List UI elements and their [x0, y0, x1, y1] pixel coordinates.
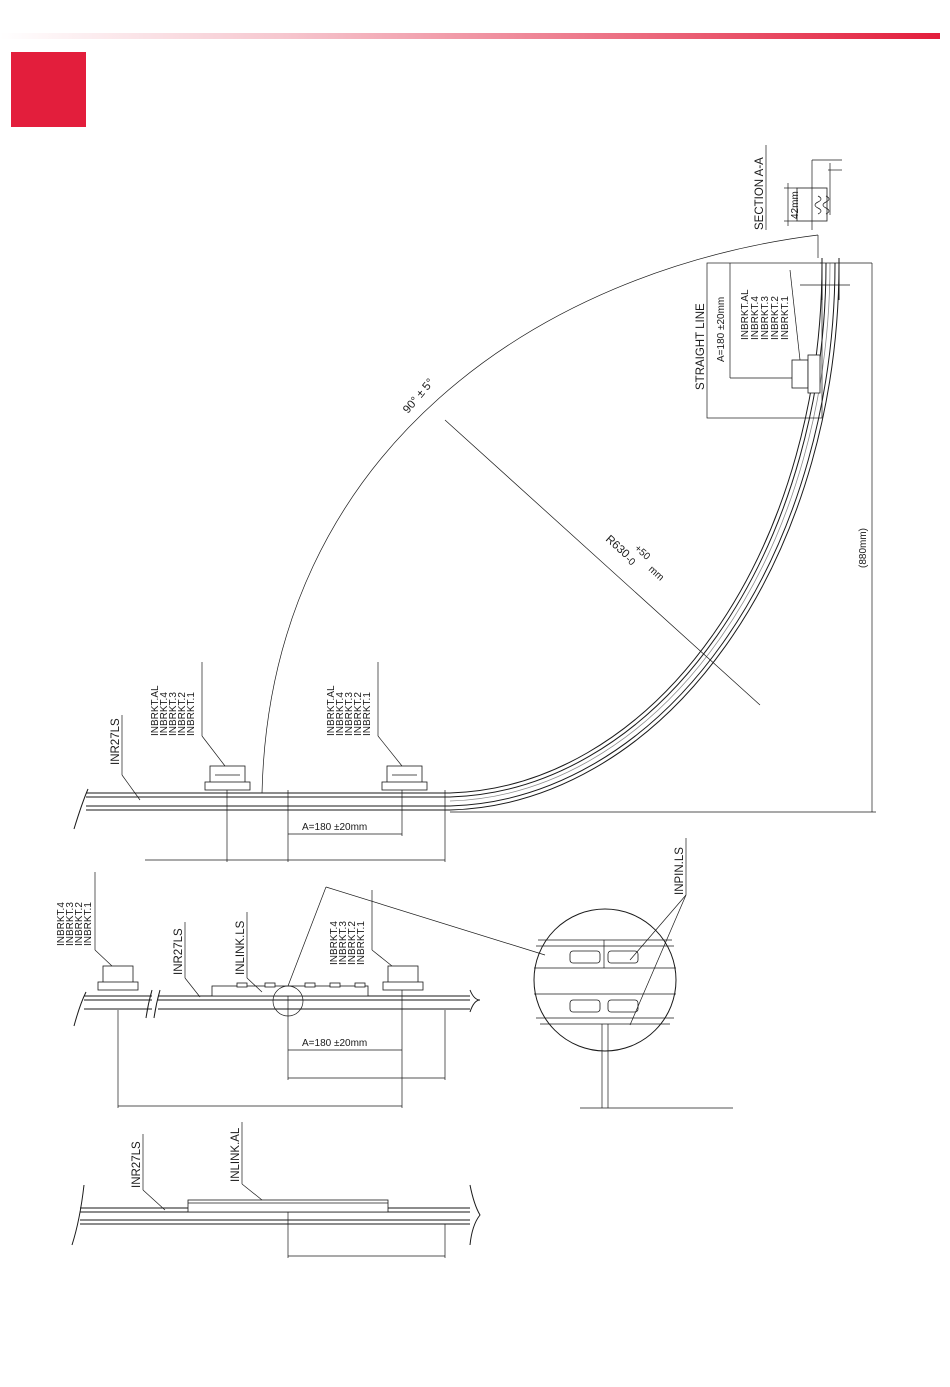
mid-left-bracket-1: INBRKT.1	[83, 902, 94, 946]
bracket-top-2: INBRKT.2	[770, 296, 781, 340]
upper-bracket-left: INBRKT.AL INBRKT.4 INBRKT.3 INBRKT.2 INB…	[150, 662, 251, 791]
bracket-left-4: INBRKT.4	[159, 692, 170, 736]
bracket-right-4: INBRKT.4	[335, 692, 346, 736]
bracket-left-1: INBRKT.1	[186, 692, 197, 736]
inr27ls-upper-label: INR27LS	[110, 718, 122, 765]
bracket-left-3: INBRKT.3	[168, 692, 179, 736]
mid-left-bracket-4: INBRKT.4	[56, 902, 67, 946]
dim-42mm-label: 42mm	[790, 191, 801, 219]
inlink-ls-label: INLINK.LS	[235, 920, 247, 975]
section-aa-title: SECTION A-A	[754, 157, 766, 230]
a-180-rotated-label: A=180 ±20mm	[716, 297, 727, 362]
mid-left-bracket-2: INBRKT.2	[74, 902, 85, 946]
a-180-upper-label: A=180 ±20mm	[302, 822, 367, 833]
bracket-right-al: INBRKT.AL	[326, 685, 337, 736]
bracket-left-al: INBRKT.AL	[150, 685, 161, 736]
upper-bracket-right: INBRKT.AL INBRKT.4 INBRKT.3 INBRKT.2 INB…	[326, 662, 428, 791]
curved-rail: 90° ± 5° R630 +50 -0 mm (880mm) STRAIGHT…	[73, 234, 876, 830]
header-accent-bar	[0, 33, 940, 39]
bracket-top-1: INBRKT.1	[780, 296, 791, 340]
pin-detail-circle: INPIN.LS	[533, 838, 733, 1109]
bracket-left-2: INBRKT.2	[177, 692, 188, 736]
bracket-top-4: INBRKT.4	[750, 296, 761, 340]
radius-unit: mm	[646, 564, 666, 583]
a-180-middle-label: A=180 ±20mm	[302, 1038, 367, 1049]
bracket-right-3: INBRKT.3	[344, 692, 355, 736]
inpin-ls-label: INPIN.LS	[674, 847, 686, 895]
middle-rail: INR27LS INLINK.LS INBRKT.4 INBRKT.3 INBR…	[56, 872, 546, 1108]
inr27ls-middle-label: INR27LS	[173, 928, 185, 975]
mid-right-bracket-1: INBRKT.1	[356, 921, 367, 965]
bracket-right-1: INBRKT.1	[362, 692, 373, 736]
inr27ls-bottom-label: INR27LS	[131, 1141, 143, 1188]
bottom-rail: INR27LS INLINK.AL	[71, 1122, 481, 1258]
bracket-top-al: INBRKT.AL	[740, 289, 751, 340]
straight-line-label: STRAIGHT LINE	[695, 303, 707, 390]
mid-right-bracket-3: INBRKT.3	[338, 921, 349, 965]
mid-right-bracket-4: INBRKT.4	[329, 921, 340, 965]
bracket-right-2: INBRKT.2	[353, 692, 364, 736]
upper-dimensions: INR27LS A=180 ±20mm	[110, 715, 446, 862]
section-aa-detail: SECTION A-A 42mm	[754, 145, 842, 230]
angle-label: 90° ± 5°	[401, 377, 437, 416]
dim-880-label: (880mm)	[858, 528, 869, 568]
brand-square	[11, 52, 86, 127]
mid-right-bracket-2: INBRKT.2	[347, 921, 358, 965]
inlink-al-label: INLINK.AL	[230, 1127, 242, 1182]
mid-left-bracket-3: INBRKT.3	[65, 902, 76, 946]
bracket-top-3: INBRKT.3	[760, 296, 771, 340]
